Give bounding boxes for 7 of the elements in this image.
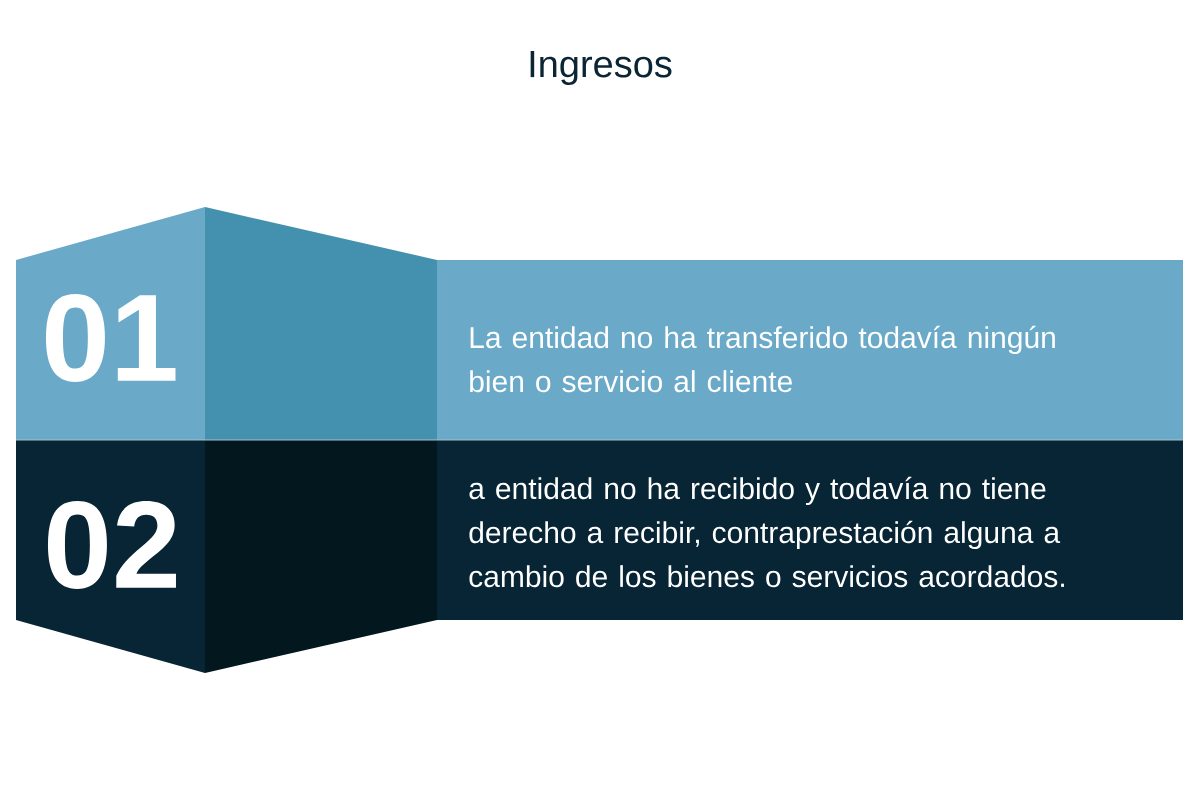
text-band: La entidad no ha transferido todavía ningún bien o servicio al cliente [437, 260, 1183, 440]
node-label: 01 [45, 294, 176, 382]
number-block: 02 [16, 440, 437, 673]
text-band: a entidad no ha recibido y todavía no tiene derecho a recibir, contraprestación alguna a cambio de los bienes o servicios acordados. [437, 440, 1183, 620]
node-label: 02 [47, 501, 176, 589]
title: Ingresos [530, 50, 672, 85]
number-block: 01 [16, 207, 437, 440]
